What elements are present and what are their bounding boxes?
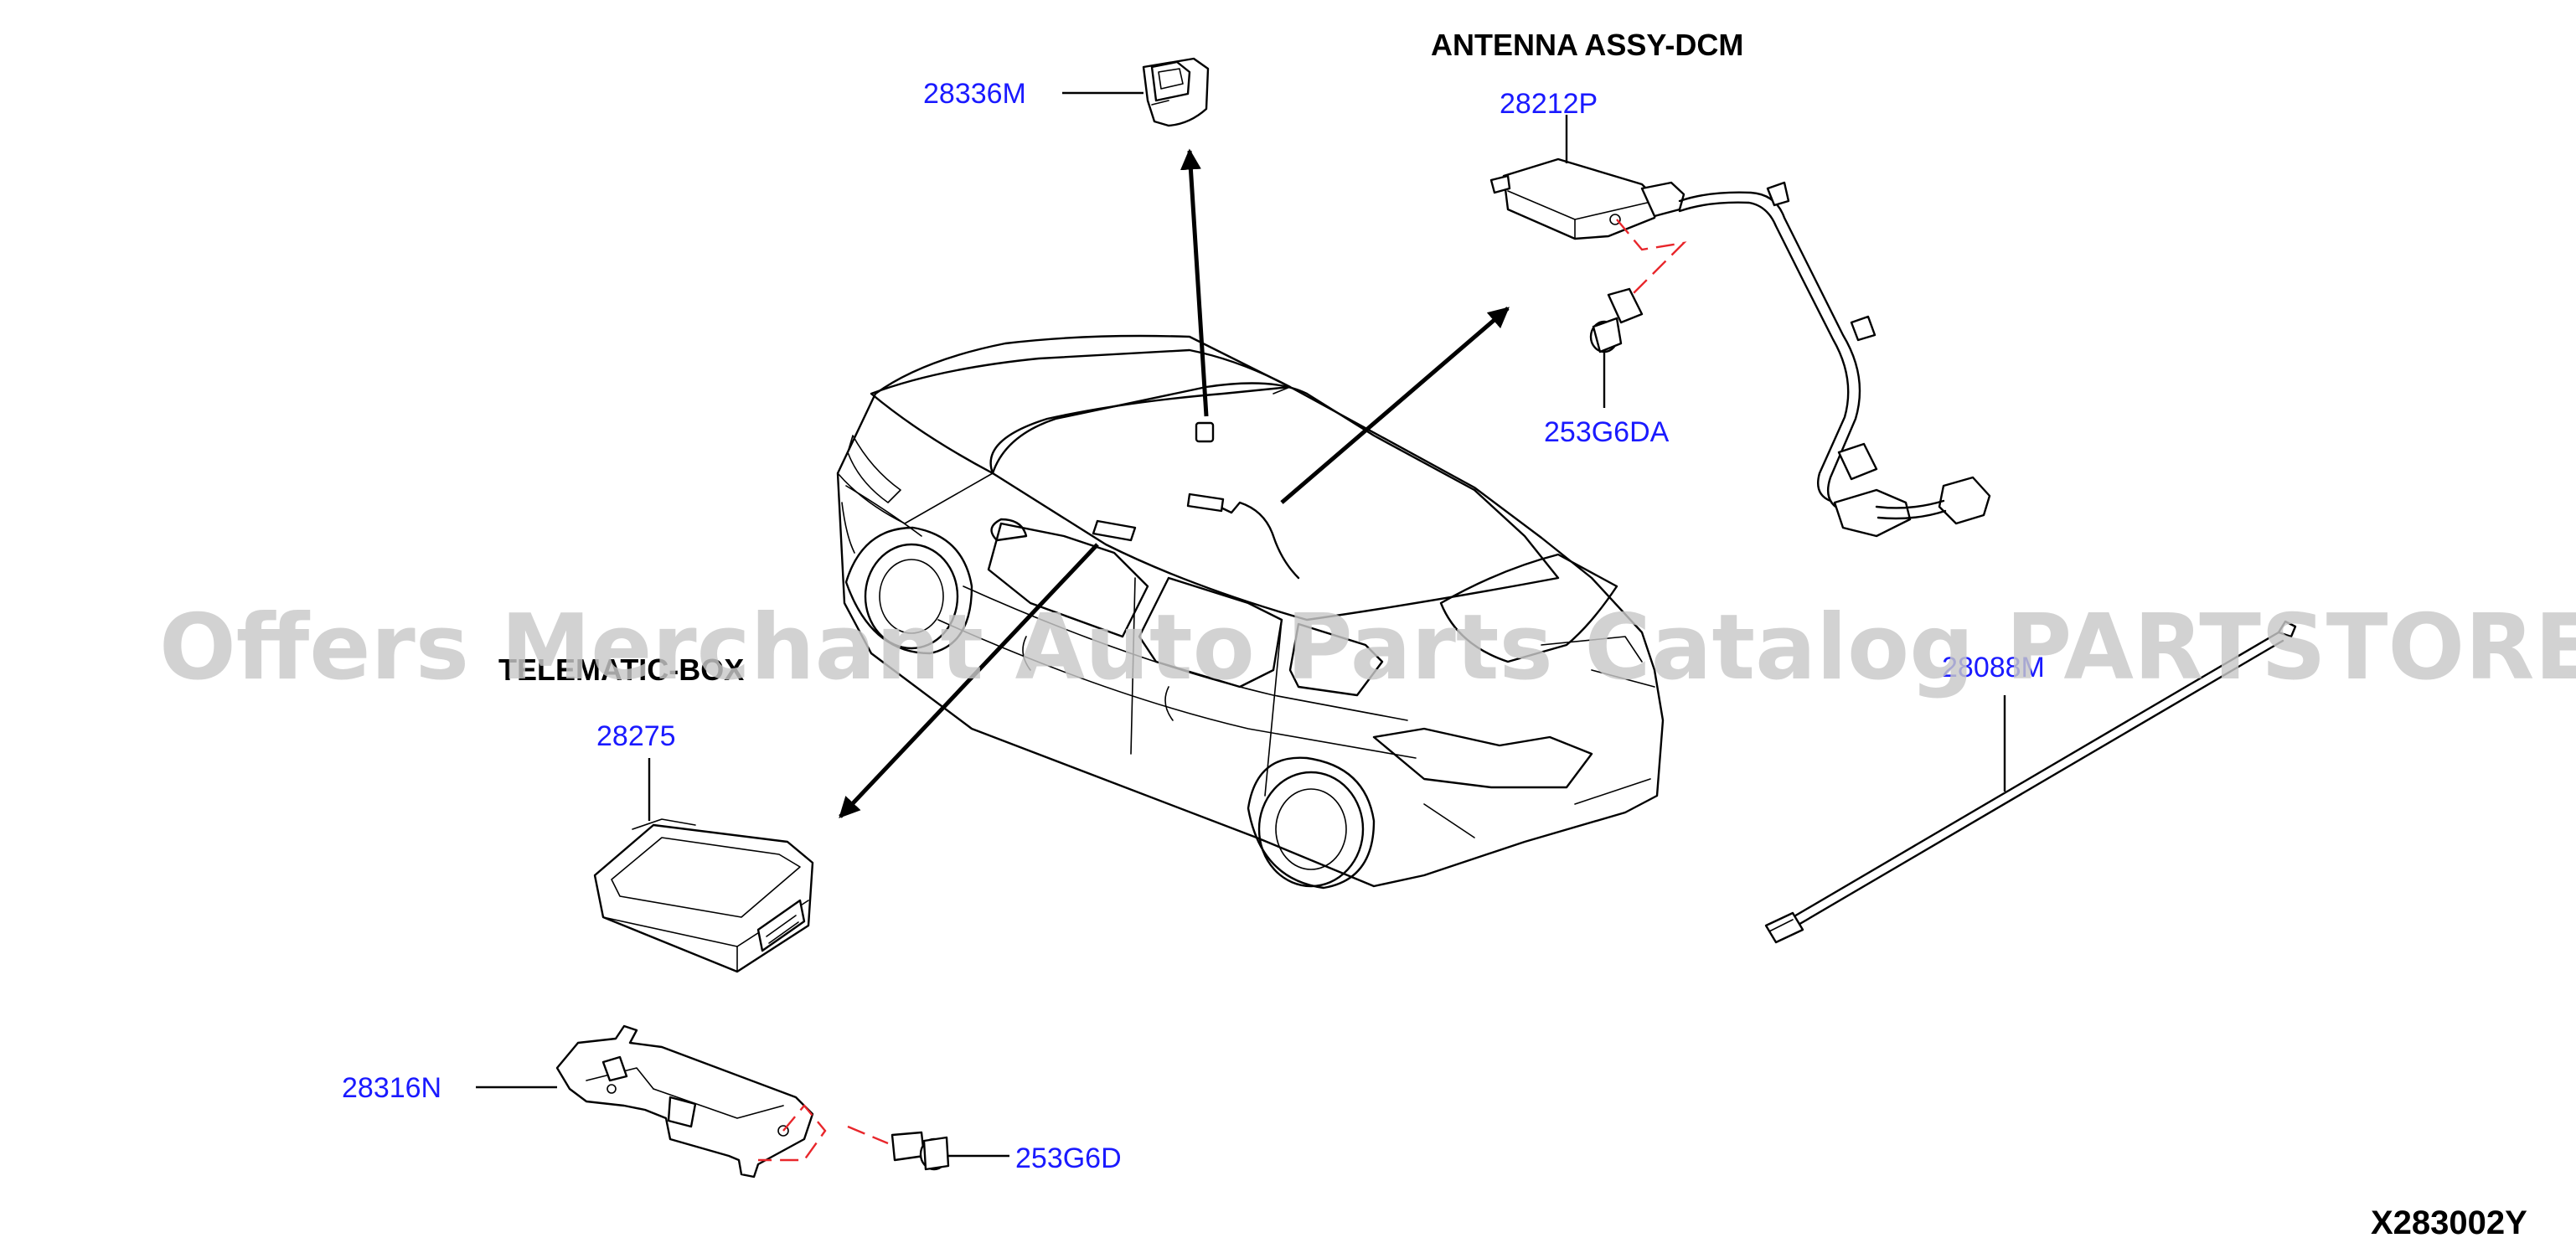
harness-28088M-drawing[interactable] — [1764, 620, 2297, 944]
watermark-text: Offers Merchant Auto Parts Catalog PARTS… — [159, 596, 2576, 700]
part-number-253G6DA[interactable]: 253G6DA — [1544, 416, 1670, 448]
part-number-28316N[interactable]: 28316N — [342, 1072, 441, 1104]
bracket-28316N-drawing[interactable] — [476, 1024, 889, 1179]
part-number-28275[interactable]: 28275 — [596, 720, 676, 752]
part-number-28088M[interactable]: 28088M — [1942, 652, 2045, 683]
part-number-253G6D[interactable]: 253G6D — [1015, 1142, 1122, 1174]
bolt-253G6D-drawing[interactable] — [891, 1131, 1009, 1171]
vehicle-illustration — [836, 334, 1665, 890]
part-number-28336M[interactable]: 28336M — [923, 78, 1026, 110]
callout-arrows — [839, 148, 1510, 818]
arrow-to-28336M — [1180, 148, 1209, 417]
part-number-28212P[interactable]: 28212P — [1500, 88, 1598, 120]
antenna-assy-dcm-drawing[interactable] — [1489, 115, 1991, 538]
arrow-to-antenna — [1280, 307, 1510, 504]
bolt-253G6DA-drawing[interactable] — [1589, 287, 1644, 408]
telematic-box-title: TELEMATIC-BOX — [498, 652, 744, 687]
antenna-assy-title: ANTENNA ASSY-DCM — [1431, 28, 1743, 62]
arrow-to-telematic-box — [839, 543, 1099, 818]
diagram-code: X283002Y — [2371, 1204, 2527, 1241]
part-28336M-drawing[interactable] — [1062, 57, 1210, 127]
telematic-box-drawing[interactable] — [593, 758, 814, 973]
